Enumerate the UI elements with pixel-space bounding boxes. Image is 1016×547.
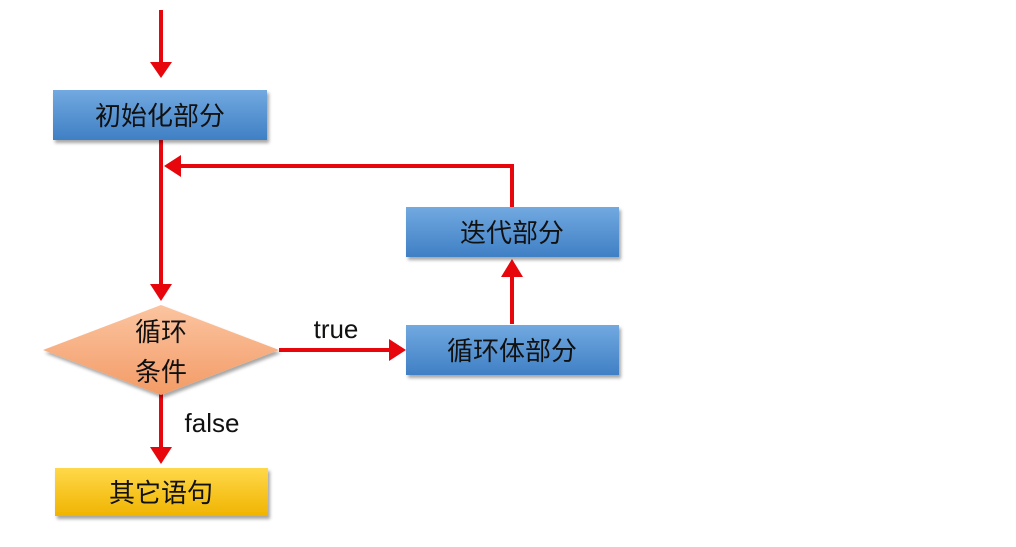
condition-node: 循环 条件 bbox=[43, 305, 279, 395]
false-branch-arrowhead bbox=[150, 447, 172, 464]
iteration-return-line bbox=[180, 164, 514, 207]
other-box bbox=[55, 468, 268, 516]
body-label: 循环体部分 bbox=[447, 337, 577, 367]
condition-diamond bbox=[43, 305, 279, 395]
body-to-iteration-arrowhead bbox=[501, 259, 523, 277]
false-edge-label: false bbox=[185, 408, 240, 438]
init-node: 初始化部分 bbox=[53, 90, 267, 140]
init-box bbox=[53, 90, 267, 140]
connectors bbox=[150, 10, 523, 464]
condition-label-line1: 循环 bbox=[135, 318, 187, 348]
true-branch-arrowhead bbox=[389, 339, 406, 361]
true-edge-label: true bbox=[314, 314, 359, 344]
entry-arrowhead bbox=[150, 62, 172, 78]
iteration-return-arrowhead bbox=[164, 155, 181, 177]
other-label: 其它语句 bbox=[109, 479, 213, 509]
body-node: 循环体部分 bbox=[406, 325, 619, 375]
iteration-node: 迭代部分 bbox=[406, 207, 619, 257]
body-box bbox=[406, 325, 619, 375]
init-to-condition-arrowhead bbox=[150, 284, 172, 301]
iteration-label: 迭代部分 bbox=[460, 219, 564, 249]
condition-label-line2: 条件 bbox=[135, 358, 187, 388]
iteration-box bbox=[406, 207, 619, 257]
init-label: 初始化部分 bbox=[95, 102, 225, 132]
other-node: 其它语句 bbox=[55, 468, 268, 516]
